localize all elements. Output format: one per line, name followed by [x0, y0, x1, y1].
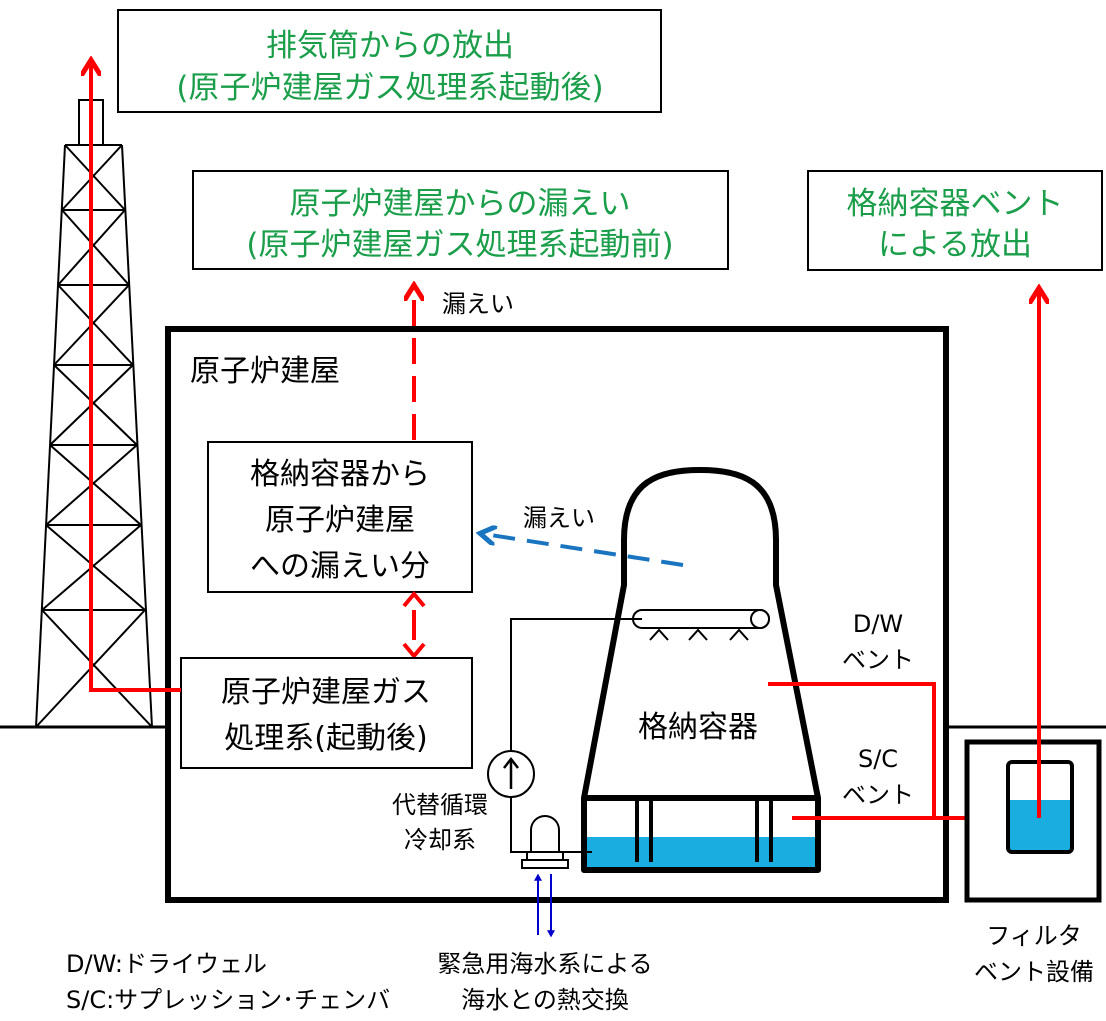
filter-vent-line2: ベント設備: [974, 958, 1094, 986]
sc-vent-line1: S/C: [858, 745, 898, 773]
exhaust-stack: [35, 99, 153, 728]
sgts-line2: 処理系(起動後): [224, 721, 427, 756]
containment-vessel: [581, 467, 821, 873]
stack-release-path: [91, 64, 181, 692]
leak-to-sgts-arrowhead-down: [402, 642, 426, 660]
spray-header: [632, 609, 770, 641]
stack-release-subtitle: (原子炉建屋ガス処理系起動後): [176, 70, 603, 106]
sc-vent-line2: ベント: [842, 781, 914, 809]
alt-cooling-line1: 代替循環: [392, 791, 488, 819]
pcv-leak-line3: への漏えい分: [250, 549, 430, 584]
filtered-vent-release-path: [934, 292, 1039, 820]
reactor-building-label: 原子炉建屋: [190, 354, 340, 389]
seawater-line2: 海水との熱交換: [461, 986, 629, 1014]
dw-sc-vent-line: [768, 682, 936, 820]
vent-release-subtitle: による放出: [878, 227, 1032, 263]
alt-cooling-line2: 冷却系: [404, 826, 476, 854]
dw-vent-line2: ベント: [842, 646, 914, 674]
suppression-pool-water: [584, 837, 816, 870]
heat-exchanger-icon: [521, 815, 569, 869]
legend-sc: S/C:サプレッション･チェンバ: [66, 986, 390, 1014]
legend-dw: D/W:ドライウェル: [66, 950, 267, 978]
stack-release-title: 排気筒からの放出: [266, 28, 514, 64]
seawater-line1: 緊急用海水系による: [437, 950, 652, 978]
pcv-leak-line2: 原子炉建屋: [265, 503, 415, 538]
leak-side-label: 漏えい: [523, 504, 595, 532]
pcv-side-leak-arrow: [484, 534, 684, 567]
building-leak-title: 原子炉建屋からの漏えい: [290, 186, 631, 222]
sgts-line1: 原子炉建屋ガス: [221, 675, 431, 710]
filter-vent-building: [964, 739, 1102, 903]
pump-arrow-head: [503, 756, 519, 769]
building-leak-box: [192, 170, 729, 270]
leak-up-label: 漏えい: [442, 290, 514, 318]
reactor-building-outline: [165, 326, 949, 903]
sgts-box: [180, 657, 473, 769]
vent-release-box: [807, 170, 1103, 271]
leak-to-sgts-arrowhead-up: [402, 590, 426, 608]
vent-release-title: 格納容器ベント: [847, 186, 1064, 222]
building-leak-subtitle: (原子炉建屋ガス処理系起動前): [246, 227, 673, 263]
pcv-leak-line1: 格納容器から: [250, 457, 430, 492]
filter-vent-line1: フィルタ: [986, 922, 1082, 950]
pcv-leak-box: [207, 441, 473, 593]
dw-vent-line1: D/W: [853, 610, 903, 638]
stack-release-box: [117, 9, 662, 113]
pcv-label: 格納容器: [638, 710, 758, 745]
alt-cooling-piping: [510, 618, 642, 853]
